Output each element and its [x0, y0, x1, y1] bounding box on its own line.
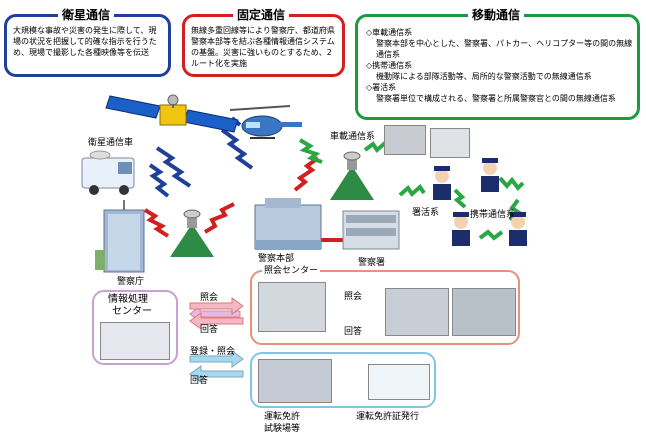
npa-label: 警察庁	[117, 277, 145, 287]
fixed-comm-box: 無線多重回線等により警察庁、都道府県警察本部等を結ぶ各種情報通信システムの基盤。…	[182, 14, 345, 77]
license-center-box	[250, 352, 436, 408]
license-center-label-1: 運転免許	[264, 412, 301, 422]
station-system-label: 署活系	[412, 208, 440, 218]
mobile-item-vehicle-heading: ◇車載通信系	[366, 28, 413, 37]
patrol-car-inquiry-photo	[452, 288, 516, 336]
fixed-comm-title: 固定通信	[233, 6, 290, 23]
station-label: 警察署	[358, 258, 386, 268]
inquiry-center-photo	[258, 282, 326, 332]
arrow-bottom-pair	[189, 350, 244, 383]
mobile-item-station-desc: 警察署単位で構成される、警察署と所属警察官との間の無線通信系	[376, 94, 616, 103]
answer-right-label: 回答	[344, 327, 363, 337]
patrol-car-photo	[430, 128, 470, 158]
mobile-comm-list: ◇車載通信系 警察本部を中心とした、警察署、パトカー、ヘリコプター等の間の無線通…	[366, 27, 634, 104]
npa-relay-link	[143, 208, 170, 238]
field-inquiry-photo	[385, 288, 449, 336]
officer-portable-right	[509, 212, 527, 246]
satellite-link-right	[220, 128, 254, 170]
officer-portable-left	[452, 212, 470, 246]
satellite-vehicle-label: 衛星通信車	[88, 138, 134, 148]
arrow-left-pair	[189, 297, 244, 330]
license-card-photo	[368, 364, 430, 400]
mobile-item-portable-desc: 機動隊による部隊活動等、局所的な警察活動での無線通信系	[376, 72, 592, 81]
satellite-comm-title: 衛星通信	[58, 6, 115, 23]
relay-hq-link	[203, 202, 235, 234]
info-center-box	[92, 290, 178, 365]
portable-link-top	[498, 176, 525, 192]
inquiry-center-label: 照会センター	[262, 266, 321, 277]
officer-station	[433, 166, 451, 200]
satellite-link-left2	[148, 163, 170, 198]
register-inquiry-label: 登録・照会	[190, 347, 236, 357]
portable-system-label: 携帯通信系	[470, 210, 516, 220]
mobile-item-station-heading: ◇署活系	[366, 83, 397, 92]
satellite-comm-text: 大規模な事故や災害の発生に際して、現場の状況を把握して的確な指示を行うため、現場…	[13, 26, 157, 57]
hq-relay-link	[293, 156, 320, 192]
ship-photo	[384, 125, 426, 155]
officer-portable-top	[481, 158, 499, 192]
inquiry-right-label: 照会	[344, 292, 363, 302]
portable-link-bottom	[478, 229, 504, 241]
info-center-label-2: センター	[112, 306, 152, 317]
station-officer-link	[398, 183, 426, 198]
fixed-comm-text: 無線多重回線等により警察庁、都道府県警察本部等を結ぶ各種情報通信システムの基盤。…	[191, 26, 335, 68]
hq-label: 警察本部	[258, 254, 295, 264]
mobile-comm-title: 移動通信	[468, 6, 525, 23]
answer-bottom-label: 回答	[190, 376, 209, 386]
server-room-photo	[100, 322, 170, 360]
inquiry-left-label: 照会	[200, 293, 219, 303]
license-center-label-2: 試験場等	[264, 424, 301, 434]
license-issue-label: 運転免許証発行	[356, 412, 420, 422]
info-center-label-1: 情報処理	[108, 294, 148, 305]
mobile-comm-box: ◇車載通信系 警察本部を中心とした、警察署、パトカー、ヘリコプター等の間の無線通…	[355, 14, 640, 120]
exam-hall-photo	[258, 359, 332, 403]
vehicle-system-label: 車載通信系	[330, 132, 376, 142]
helicopter-link	[298, 138, 323, 164]
satellite-link-left	[155, 146, 192, 188]
portable-link-left	[453, 188, 467, 209]
mobile-item-portable-heading: ◇携帯通信系	[366, 61, 413, 70]
answer-left-label: 回答	[200, 325, 219, 335]
mobile-item-vehicle-desc: 警察本部を中心とした、警察署、パトカー、ヘリコプター等の間の無線通信系	[376, 39, 633, 59]
